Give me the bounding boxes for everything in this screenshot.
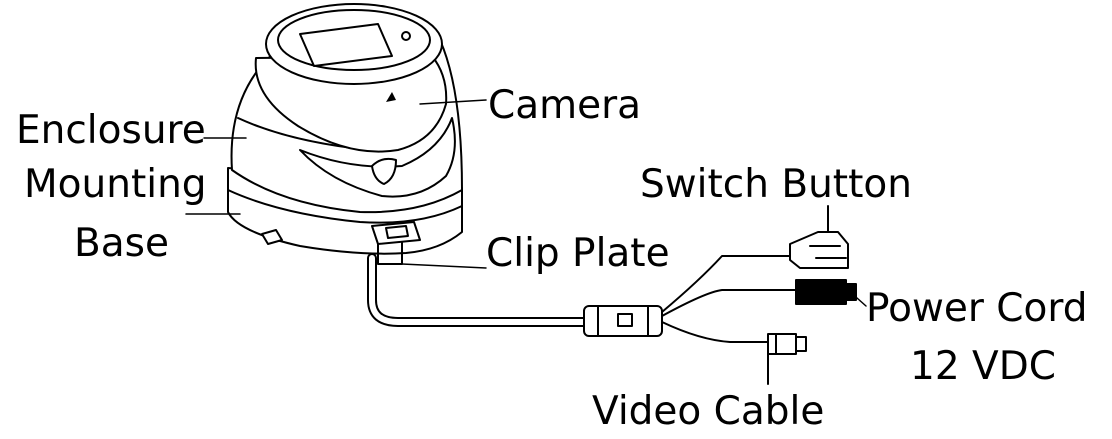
video-cable-label: Video Cable — [592, 389, 825, 434]
cable-junction — [583, 305, 663, 337]
main-cable — [367, 253, 593, 327]
power-cord-label: Power Cord — [866, 286, 1088, 331]
power-cord-connector — [795, 279, 857, 305]
clip-plate-shape — [371, 221, 421, 265]
enclosure-label: Enclosure — [16, 108, 206, 153]
camera-shape — [254, 55, 456, 198]
power-voltage-label: 12 VDC — [910, 344, 1056, 389]
leader-lines — [185, 99, 867, 307]
video-cable-connector — [767, 333, 807, 385]
branch-cables — [661, 255, 799, 343]
switch-button-connector — [789, 205, 849, 269]
mounting-label: Mounting — [24, 162, 207, 207]
camera-top-cap — [265, 3, 443, 85]
camera-label: Camera — [488, 83, 642, 128]
clip-plate-label: Clip Plate — [486, 231, 670, 276]
switch-button-label: Switch Button — [640, 162, 912, 207]
base-label: Base — [74, 221, 169, 266]
